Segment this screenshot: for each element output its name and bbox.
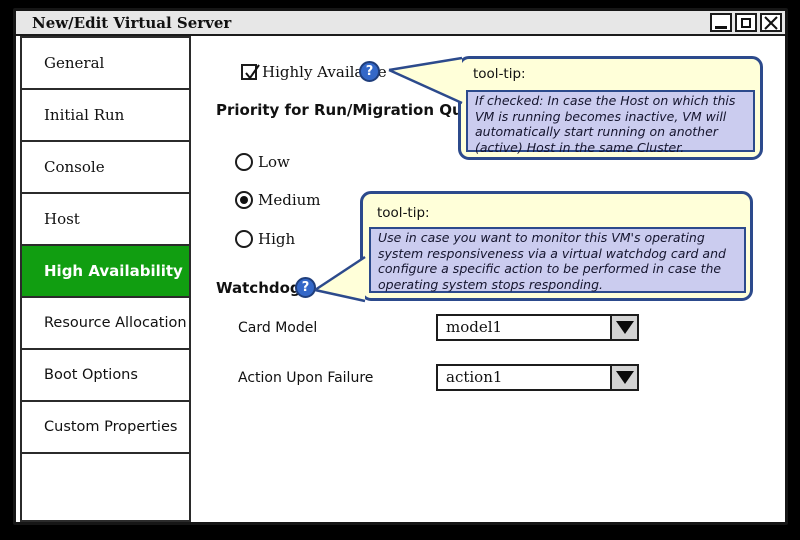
sidebar-item-boot-options[interactable]: Boot Options bbox=[20, 348, 191, 402]
minimize-icon bbox=[715, 26, 727, 29]
sidebar-item-resource-allocation[interactable]: Resource Allocation bbox=[20, 296, 191, 350]
tooltip-highly-available: tool-tip: If checked: In case the Host o… bbox=[458, 56, 763, 160]
radio-dot-icon bbox=[240, 196, 248, 204]
minimize-button[interactable] bbox=[710, 13, 732, 32]
sidebar-item-initial-run[interactable]: Initial Run bbox=[20, 88, 191, 142]
priority-label-high: High bbox=[258, 230, 296, 248]
action-upon-failure-label: Action Upon Failure bbox=[238, 370, 374, 386]
close-button[interactable] bbox=[760, 13, 782, 32]
action-upon-failure-dropdown-button[interactable] bbox=[610, 366, 637, 389]
highly-available-help-icon[interactable]: ? bbox=[359, 61, 380, 82]
sidebar-item-high-availability[interactable]: High Availability bbox=[20, 244, 191, 298]
priority-heading: Priority for Run/Migration Queue bbox=[216, 101, 494, 119]
chevron-down-icon bbox=[615, 321, 634, 334]
sidebar-empty-cell bbox=[20, 452, 191, 522]
watchdog-heading: Watchdog bbox=[216, 279, 301, 297]
priority-radio-high[interactable] bbox=[235, 230, 253, 248]
sidebar-item-general[interactable]: General bbox=[20, 36, 191, 90]
maximize-icon bbox=[741, 17, 751, 28]
card-model-dropdown-button[interactable] bbox=[610, 316, 637, 339]
sidebar-item-host[interactable]: Host bbox=[20, 192, 191, 246]
card-model-label: Card Model bbox=[238, 320, 318, 336]
priority-label-low: Low bbox=[258, 153, 290, 171]
tooltip-body: Use in case you want to monitor this VM'… bbox=[369, 227, 746, 293]
highly-available-checkbox[interactable] bbox=[241, 64, 260, 80]
chevron-down-icon bbox=[615, 371, 634, 384]
card-model-dropdown[interactable]: model1 bbox=[436, 314, 639, 341]
tooltip-watchdog: tool-tip: Use in case you want to monito… bbox=[360, 191, 753, 301]
highly-available-label: Highly Available bbox=[262, 63, 387, 81]
close-icon bbox=[764, 15, 778, 30]
window-title: New/Edit Virtual Server bbox=[32, 14, 232, 32]
priority-label-medium: Medium bbox=[258, 191, 321, 209]
action-upon-failure-dropdown[interactable]: action1 bbox=[436, 364, 639, 391]
maximize-button[interactable] bbox=[735, 13, 757, 32]
title-bar[interactable]: New/Edit Virtual Server bbox=[16, 11, 785, 36]
sidebar: General Initial Run Console Host High Av… bbox=[20, 36, 191, 522]
action-upon-failure-value: action1 bbox=[446, 368, 503, 386]
sidebar-item-custom-properties[interactable]: Custom Properties bbox=[20, 400, 191, 454]
tooltip-title: tool-tip: bbox=[473, 66, 526, 82]
tooltip-title: tool-tip: bbox=[377, 205, 430, 221]
dialog-window: New/Edit Virtual Server General Initial … bbox=[13, 8, 788, 525]
priority-radio-medium[interactable] bbox=[235, 191, 253, 209]
priority-radio-low[interactable] bbox=[235, 153, 253, 171]
sidebar-item-console[interactable]: Console bbox=[20, 140, 191, 194]
tooltip-body: If checked: In case the Host on which th… bbox=[466, 90, 755, 155]
card-model-value: model1 bbox=[446, 318, 503, 336]
watchdog-help-icon[interactable]: ? bbox=[295, 277, 316, 298]
high-availability-panel: Highly Available ? Priority for Run/Migr… bbox=[191, 36, 785, 522]
checkmark-icon bbox=[245, 64, 260, 80]
